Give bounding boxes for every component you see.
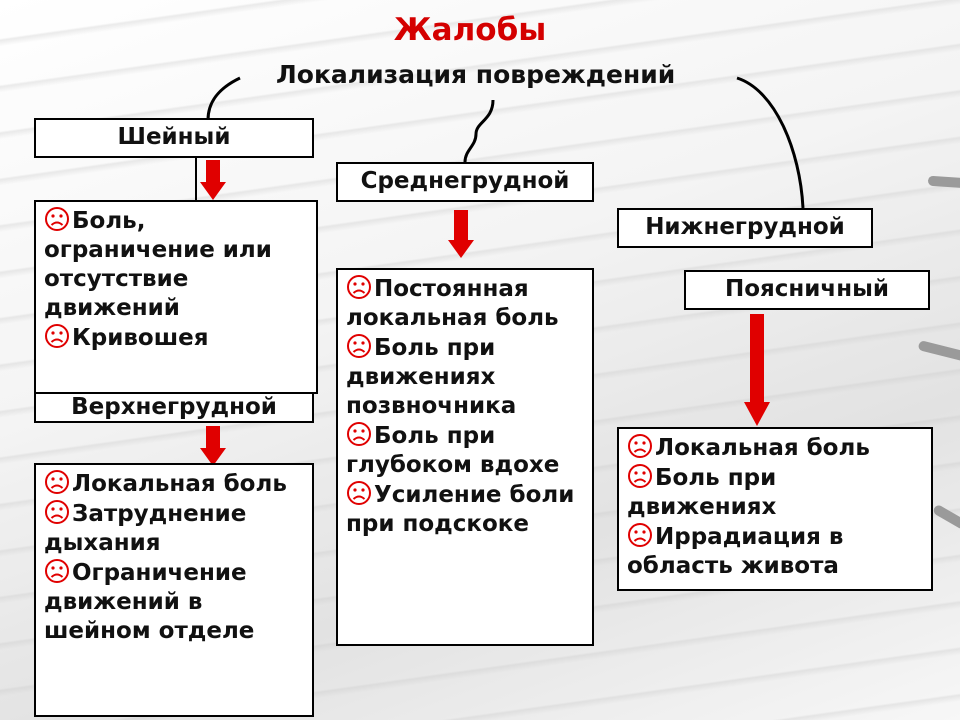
arrow-down-icon bbox=[200, 160, 226, 200]
lumbar-complaints: Локальная боль Боль при движениях Ирради… bbox=[617, 427, 933, 591]
complaint-item: Ограничение движений в шейном отделе bbox=[44, 558, 306, 646]
sad-face-icon bbox=[45, 470, 69, 494]
complaint-item: Локальная боль bbox=[627, 433, 925, 463]
cervical-complaints: Боль, ограничение или отсутствие движени… bbox=[34, 200, 318, 394]
complaint-item: Затруднение дыхания bbox=[44, 499, 306, 558]
complaint-item: Усиление боли при подскоке bbox=[346, 480, 586, 539]
mid-thoracic-label: Среднегрудной bbox=[336, 162, 594, 202]
cervical-label-text: Шейный bbox=[117, 124, 231, 150]
complaint-item: Иррадиация в область живота bbox=[627, 522, 925, 581]
lower-thoracic-label: Нижнегрудной bbox=[617, 208, 873, 248]
arrow-down-icon bbox=[744, 314, 770, 428]
sad-face-icon bbox=[45, 559, 69, 583]
lumbar-label: Поясничный bbox=[684, 270, 930, 310]
complaint-text: Затруднение дыхания bbox=[44, 501, 247, 556]
sad-face-icon bbox=[347, 422, 371, 446]
complaint-text: Локальная боль bbox=[72, 471, 287, 497]
complaint-item: Боль при глубоком вдохе bbox=[346, 421, 586, 480]
sad-face-icon bbox=[628, 523, 652, 547]
upper-thoracic-complaints: Локальная боль Затруднение дыхания Огран… bbox=[34, 463, 314, 717]
page-title: Жалобы bbox=[393, 12, 547, 48]
cervical-label: Шейный bbox=[34, 118, 314, 158]
connector-mid-thoracic bbox=[463, 99, 495, 163]
upper-thoracic-label-text: Верхнегрудной bbox=[71, 394, 277, 420]
arrow-down-icon bbox=[448, 210, 474, 262]
complaint-text: Боль при движениях bbox=[627, 465, 777, 520]
connector-cervical bbox=[206, 76, 241, 121]
complaint-item: Боль при движениях bbox=[627, 463, 925, 522]
complaint-item: Боль, ограничение или отсутствие движени… bbox=[44, 206, 310, 323]
sad-face-icon bbox=[347, 275, 371, 299]
complaint-text: Ограничение движений в шейном отделе bbox=[44, 560, 255, 644]
sad-face-icon bbox=[45, 207, 69, 231]
complaint-text: Боль при глубоком вдохе bbox=[346, 423, 560, 478]
sad-face-icon bbox=[628, 434, 652, 458]
lumbar-label-text: Поясничный bbox=[724, 276, 890, 302]
complaint-item: Постоянная локальная боль bbox=[346, 274, 586, 333]
complaint-text: Иррадиация в область живота bbox=[627, 524, 844, 579]
connector-lower-thoracic bbox=[736, 76, 805, 209]
lower-thoracic-label-text: Нижнегрудной bbox=[645, 214, 845, 240]
mid-thoracic-complaints: Постоянная локальная боль Боль при движе… bbox=[336, 268, 594, 646]
complaint-item: Локальная боль bbox=[44, 469, 306, 499]
complaint-text: Боль при движениях позвночника bbox=[346, 335, 517, 419]
complaint-text: Постоянная локальная боль bbox=[346, 276, 559, 331]
mid-thoracic-label-text: Среднегрудной bbox=[360, 168, 570, 194]
sad-face-icon bbox=[628, 464, 652, 488]
sad-face-icon bbox=[347, 481, 371, 505]
complaint-text: Усиление боли при подскоке bbox=[346, 482, 575, 537]
complaint-text: Локальная боль bbox=[655, 435, 870, 461]
complaint-text: Кривошея bbox=[72, 325, 209, 351]
sad-face-icon bbox=[45, 324, 69, 348]
sad-face-icon bbox=[45, 500, 69, 524]
arrow-down-icon bbox=[200, 426, 226, 466]
sad-face-icon bbox=[347, 334, 371, 358]
complaint-item: Боль при движениях позвночника bbox=[346, 333, 586, 421]
complaint-text: Боль, ограничение или отсутствие движени… bbox=[44, 208, 272, 321]
complaint-item: Кривошея bbox=[44, 323, 310, 353]
page-subtitle: Локализация повреждений bbox=[276, 60, 676, 89]
